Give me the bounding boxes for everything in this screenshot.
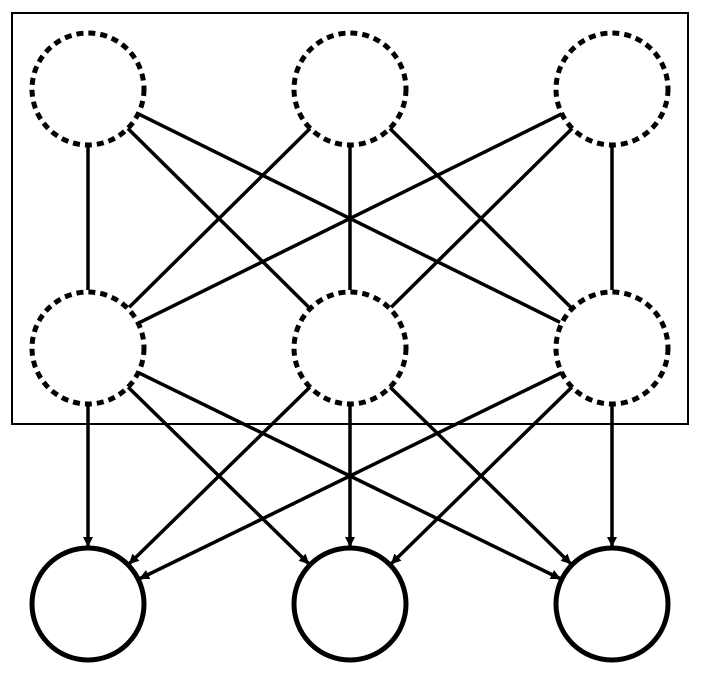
node-bottom-1-observed	[291, 545, 409, 663]
edge-middle-2-to-bottom-1	[390, 385, 574, 565]
node-top-0-latent	[29, 30, 147, 148]
edge-middle-1-to-bottom-0	[128, 385, 312, 565]
edges-group	[83, 112, 617, 581]
node-middle-1-latent	[291, 289, 409, 407]
node-middle-2-latent	[553, 289, 671, 407]
edge-top-2-to-middle-0	[139, 112, 563, 324]
node-top-2-latent	[553, 30, 671, 148]
node-top-1-latent	[291, 30, 409, 148]
node-bottom-2-observed	[553, 545, 671, 663]
node-middle-0-latent	[29, 289, 147, 407]
edge-middle-2-to-bottom-0	[139, 371, 563, 581]
node-bottom-0-observed	[29, 545, 147, 663]
edge-top-2-to-middle-1	[389, 127, 574, 309]
edge-top-1-to-middle-0	[127, 127, 312, 309]
nodes-group	[29, 30, 671, 663]
